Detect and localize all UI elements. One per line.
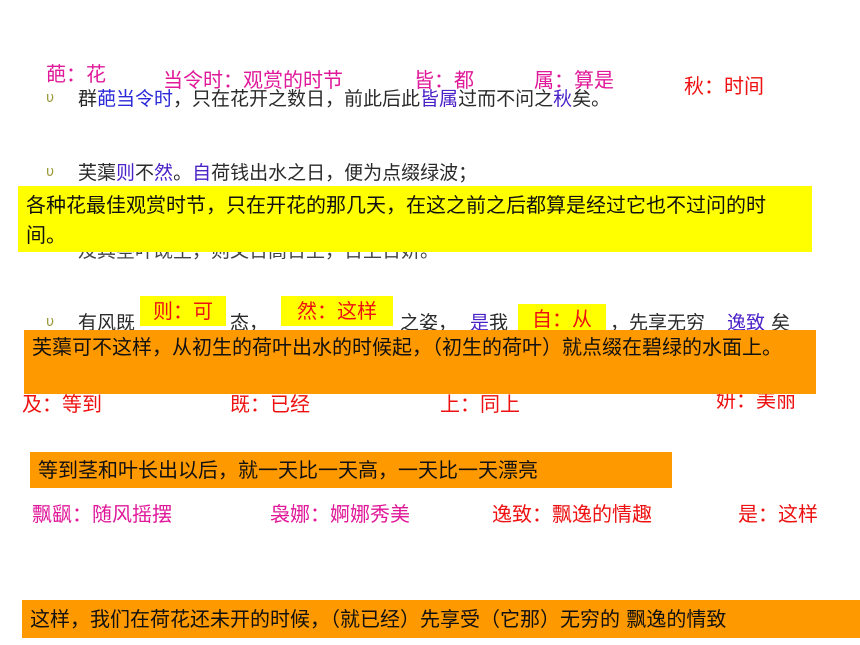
- text-segment: 过而不问之: [458, 88, 554, 110]
- text-segment: 矣: [771, 312, 791, 334]
- text-segment: 态，: [230, 312, 269, 334]
- bullet-icon: υ: [46, 90, 55, 106]
- gloss-dang-ling-shi: 当令时：观赏的时节: [163, 68, 343, 92]
- gloss-shu: 属：算是: [534, 68, 614, 92]
- keyword-shi: 是: [470, 312, 490, 334]
- text-segment: 芙蕖: [78, 162, 117, 184]
- keyword-zi: 自: [192, 162, 212, 184]
- translation-box-yellow: 各种花最佳观赏时节，只在开花的那几天，在这之前之后都算是经过它也不过问的时间。: [18, 186, 812, 252]
- text-segment: 。: [173, 162, 193, 184]
- keyword-pa-dang-ling-shi: 葩当令时: [97, 88, 174, 110]
- translation-box-orange-2: 等到茎和叶长出以后，就一天比一天高，一天比一天漂亮: [30, 452, 672, 488]
- keyword-ze: 则: [116, 162, 136, 184]
- text-segment: ，先享无穷: [610, 312, 706, 334]
- text-line-2: 芙蕖则不然。自荷钱出水之日，便为点缀绿波；: [78, 158, 477, 185]
- tag-ze: 则：可: [140, 296, 226, 326]
- gloss-niao-nuo: 袅娜：婀娜秀美: [270, 502, 410, 526]
- tag-ran: 然：这样: [281, 296, 393, 326]
- translation-box-orange-1-overlay: [24, 330, 816, 394]
- keyword-ran: 然: [154, 162, 174, 184]
- bullet-icon: υ: [46, 314, 55, 330]
- gloss-yi-zhi: 逸致：飘逸的情趣: [492, 502, 652, 526]
- bullet-icon: υ: [46, 164, 55, 180]
- text-segment: ，只在花开之数日，前此后此: [173, 88, 421, 110]
- text-segment: 矣。: [572, 88, 611, 110]
- translation-box-orange-3: 这样，我们在荷花还未开的时候，（就已经）先享受（它那）无穷的 飘逸的情致: [22, 600, 860, 638]
- keyword-qiu: 秋: [553, 88, 573, 110]
- text-segment: 我: [489, 312, 509, 334]
- text-segment: 之姿，: [400, 312, 458, 334]
- gloss-piao-yao: 飘飖：随风摇摆: [32, 502, 172, 526]
- translation-box-orange-1-text: 芙蕖可不这样，从初生的荷叶出水的时候起，（初生的荷叶）就点缀在碧绿的水面上。: [32, 335, 782, 359]
- text-segment: 群: [78, 88, 98, 110]
- gloss-shang: 上：同上: [440, 392, 520, 416]
- text-segment: 不: [135, 162, 155, 184]
- translation-box-orange-3-text: 这样，我们在荷花还未开的时候，（就已经）先享受（它那）无穷的 飘逸的情致: [30, 607, 727, 631]
- gloss-ji-yi: 既：已经: [230, 392, 310, 416]
- text-line-1: 群葩当令时，只在花开之数日，前此后此皆属过而不问之秋矣。: [78, 84, 610, 111]
- text-segment: 荷钱出水之日，便为点缀绿波；: [211, 162, 478, 184]
- tag-zi: 自：从: [518, 304, 606, 334]
- gloss-ji: 及：等到: [22, 392, 102, 416]
- gloss-jie: 皆：都: [414, 68, 474, 92]
- keyword-yi-zhi: 逸致: [727, 312, 766, 334]
- keyword-jie-shu: 皆属: [420, 88, 459, 110]
- text-segment: 有风既: [78, 312, 136, 334]
- gloss-shi: 是：这样: [738, 502, 818, 526]
- gloss-pa: 葩：花: [46, 62, 106, 86]
- gloss-qiu: 秋：时间: [684, 74, 764, 98]
